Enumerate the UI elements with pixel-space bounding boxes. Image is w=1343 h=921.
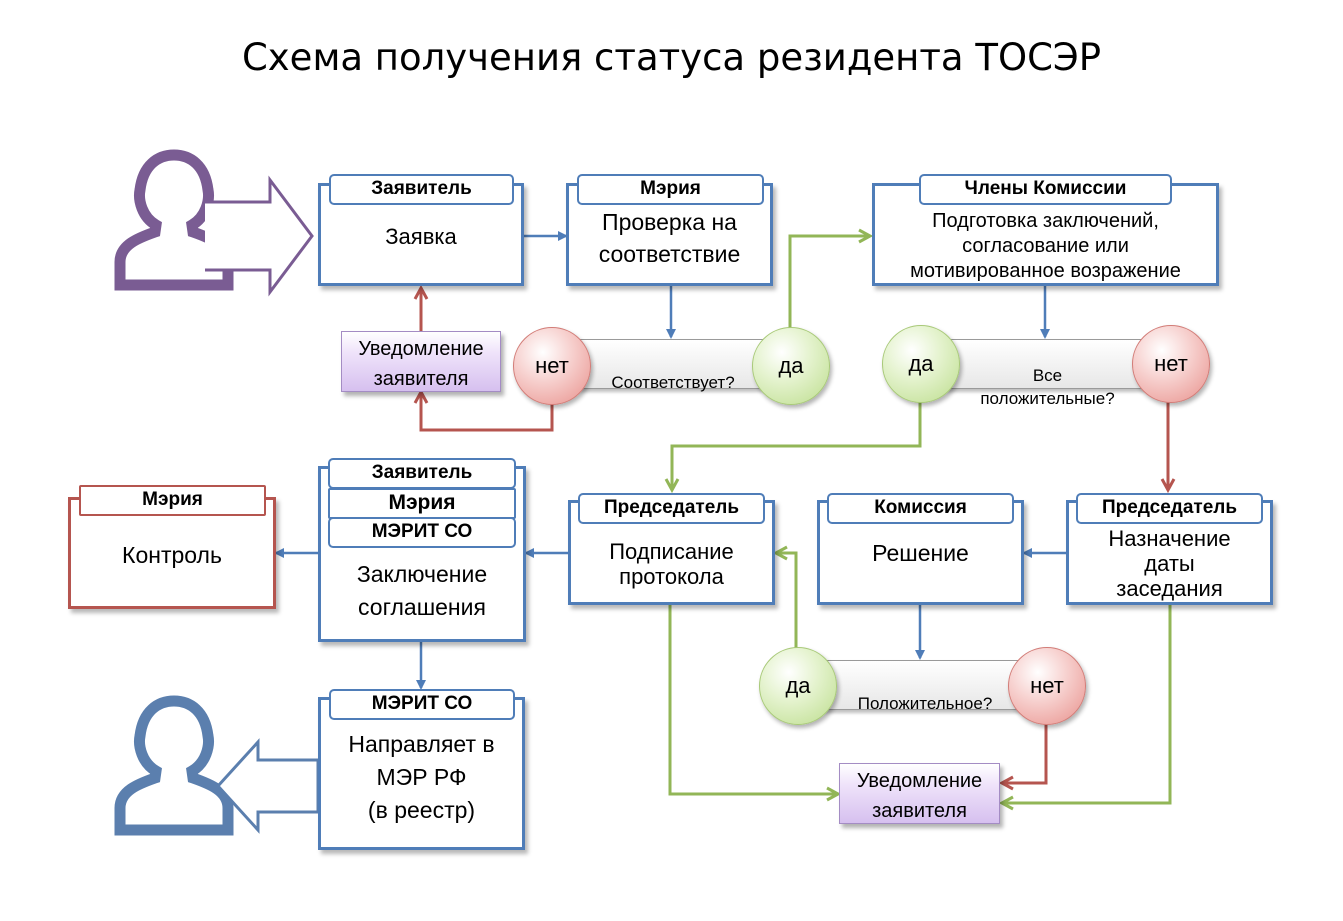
node-compliance-check-text: Проверка на соответствие (598, 209, 741, 267)
node-agreement-role-1: Заявитель (328, 458, 516, 489)
node-meeting-date-text: Назначение даты заседания (1108, 526, 1231, 601)
node-decision-text: Решение (872, 540, 969, 566)
node-registry (318, 697, 525, 850)
decision-complies-question: Соответствует? (611, 373, 735, 392)
decision-positive-no: нет (1008, 647, 1086, 725)
notice-applicant-top: Уведомление заявителя (341, 331, 501, 392)
node-control-role: Мэрия (79, 485, 266, 516)
node-registry-text: Направляет в МЭР РФ (в реестр) (348, 731, 495, 823)
decision-positive: Положительное? (810, 660, 1040, 713)
node-agreement-role-3: МЭРИТ СО (328, 517, 516, 548)
decision-all-positive-yes: да (882, 325, 960, 403)
arrow-registry-out (215, 738, 320, 834)
decision-complies-no: нет (513, 327, 591, 405)
node-commission-members-text: Подготовка заключений, согласование или … (910, 210, 1181, 282)
node-commission-members-role: Члены Комиссии (919, 174, 1172, 205)
decision-all-positive-question: Все положительные? (980, 366, 1115, 408)
node-compliance-check-role: Мэрия (577, 174, 764, 205)
decision-all-positive-no: нет (1132, 325, 1210, 403)
node-meeting-date-role: Председатель (1076, 493, 1263, 524)
arrow-applicant-in (205, 175, 314, 297)
node-application-role: Заявитель (329, 174, 514, 205)
decision-complies-yes: да (752, 327, 830, 405)
node-protocol-signing-role: Председатель (578, 493, 765, 524)
person-icon-applicant (114, 149, 234, 291)
decision-positive-yes: да (759, 647, 837, 725)
node-decision-role: Комиссия (827, 493, 1014, 524)
decision-complies: Соответствует? (560, 339, 786, 392)
person-icon-registry (114, 695, 234, 836)
diagram-title: Схема получения статуса резидента ТОСЭР (241, 36, 1102, 79)
node-agreement-role-2: Мэрия (328, 488, 516, 519)
node-control-text: Контроль (122, 542, 222, 568)
node-agreement-text: Заключение соглашения (356, 561, 488, 620)
node-protocol-signing-text: Подписание протокола (609, 539, 734, 589)
decision-all-positive: Все положительные? (935, 339, 1160, 408)
decision-positive-question: Положительное? (857, 694, 993, 713)
node-application-text: Заявка (385, 224, 457, 249)
notice-applicant-bottom: Уведомление заявителя (839, 763, 1000, 824)
node-registry-role: МЭРИТ СО (329, 689, 515, 720)
